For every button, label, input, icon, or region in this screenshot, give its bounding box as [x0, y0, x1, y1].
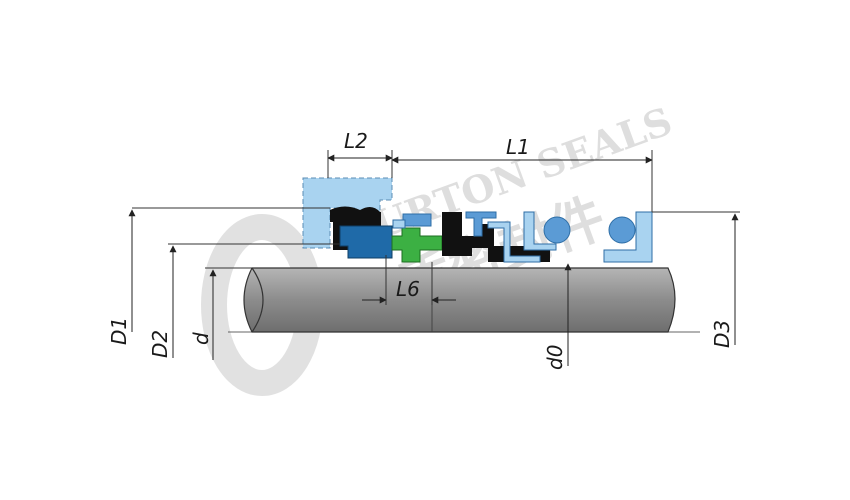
label-l1: L1 — [506, 135, 530, 159]
rubber-bellows — [442, 212, 550, 262]
label-d2: D2 — [148, 330, 172, 358]
seal-assembly — [302, 177, 653, 263]
shaft-left-end — [251, 267, 264, 333]
label-d: d — [189, 332, 213, 345]
dimension-lines — [128, 150, 740, 366]
stationary-ring — [339, 225, 393, 259]
label-d3: D3 — [710, 320, 734, 348]
drive-collar — [402, 213, 432, 227]
spring-retainer-mid — [487, 221, 541, 263]
spring-guide-left — [523, 211, 557, 251]
label-l2: L2 — [344, 129, 368, 153]
spring-retainer-left — [465, 211, 497, 237]
drive-key — [392, 219, 406, 229]
label-d0: d0 — [543, 345, 567, 370]
shaft-body — [243, 267, 676, 333]
spring-coil-1 — [543, 216, 571, 244]
dimension-labels: L2 L1 L6 D1 D2 d d0 D3 — [107, 129, 734, 370]
label-l6: L6 — [396, 277, 420, 301]
label-d1: D1 — [107, 317, 131, 345]
spring-coil-2 — [608, 216, 636, 244]
shaft — [228, 267, 700, 333]
